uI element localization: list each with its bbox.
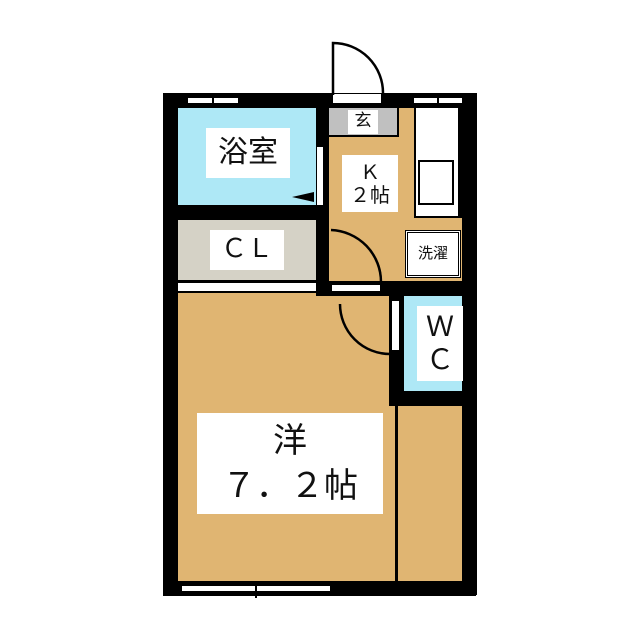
entrance-label: 玄 (348, 110, 378, 134)
closet-door-track (178, 280, 316, 283)
front-door-swing-icon (331, 41, 385, 95)
toilet-label-line2: Ｃ (425, 342, 454, 376)
kitchen-label: Ｋ ２帖 (342, 155, 398, 212)
toilet-door[interactable] (391, 300, 400, 351)
front-door-opening[interactable] (332, 93, 382, 104)
bathroom-label: 浴室 (206, 128, 290, 178)
toilet-door-swing-icon (338, 303, 391, 356)
window-western-mullion (255, 581, 257, 598)
closet-label: ＣＬ (210, 230, 284, 270)
bathroom-sliding-door[interactable] (316, 146, 324, 206)
window-kitchen-mullion (437, 93, 439, 108)
kitchen-sink (418, 160, 454, 205)
laundry-label: 洗濯 (410, 240, 456, 268)
bathroom-door-arrow-icon (292, 192, 314, 202)
closet-sliding-door[interactable] (178, 283, 316, 293)
toilet-label: Ｗ Ｃ (417, 306, 463, 381)
kitchen-counter-edge (458, 108, 460, 218)
kitchen-label-size: ２帖 (350, 182, 390, 207)
kitchen-door-swing-icon (330, 228, 383, 283)
kitchen-door-opening[interactable] (331, 284, 381, 292)
outer-wall-left (163, 93, 178, 595)
kitchen-label-letter: Ｋ (360, 159, 380, 184)
window-bathroom-mullion (212, 93, 214, 108)
wc-wall-bottom (389, 391, 462, 406)
outer-wall-right (462, 93, 477, 595)
toilet-label-line1: Ｗ (425, 310, 454, 344)
western-room-label: 洋 ７．２帖 (197, 413, 383, 514)
western-room-label-size: ７．２帖 (222, 465, 358, 506)
wall-bath-closet (163, 205, 328, 220)
western-closet-divider (395, 406, 398, 581)
western-room-label-type: 洋 (273, 421, 307, 462)
